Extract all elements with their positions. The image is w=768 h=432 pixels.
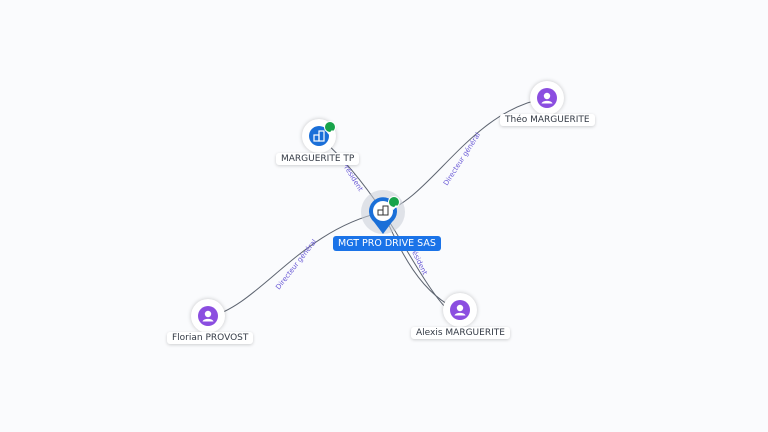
check-icon [327,130,333,135]
person-avatar [537,88,557,108]
edge-label-tp-main: Président [340,161,364,193]
verified-badge [388,196,400,210]
check-icon [391,205,397,210]
node-label-marguerite-tp[interactable]: MARGUERITE TP [276,153,360,165]
node-label-theo[interactable]: Théo MARGUERITE [500,114,595,126]
person-icon [202,310,214,322]
verified-badge [324,121,336,135]
node-label-florian[interactable]: Florian PROVOST [167,332,254,344]
node-alexis[interactable] [443,293,477,327]
node-label-alexis[interactable]: Alexis MARGUERITE [411,327,510,339]
person-icon [541,92,553,104]
node-label-main[interactable]: MGT PRO DRIVE SAS [333,236,441,251]
node-main[interactable] [366,195,400,235]
node-florian[interactable] [191,299,225,333]
edge-label-theo-main: Directeur général [442,131,482,187]
edge-florian-main [208,211,384,318]
building-icon [313,130,325,142]
edge-label-florian-main: Directeur général [274,238,318,291]
node-marguerite-tp[interactable] [302,119,336,153]
person-icon [454,304,466,316]
node-theo[interactable] [530,81,564,115]
person-avatar [198,306,218,326]
company-avatar [309,126,329,146]
person-avatar [450,300,470,320]
